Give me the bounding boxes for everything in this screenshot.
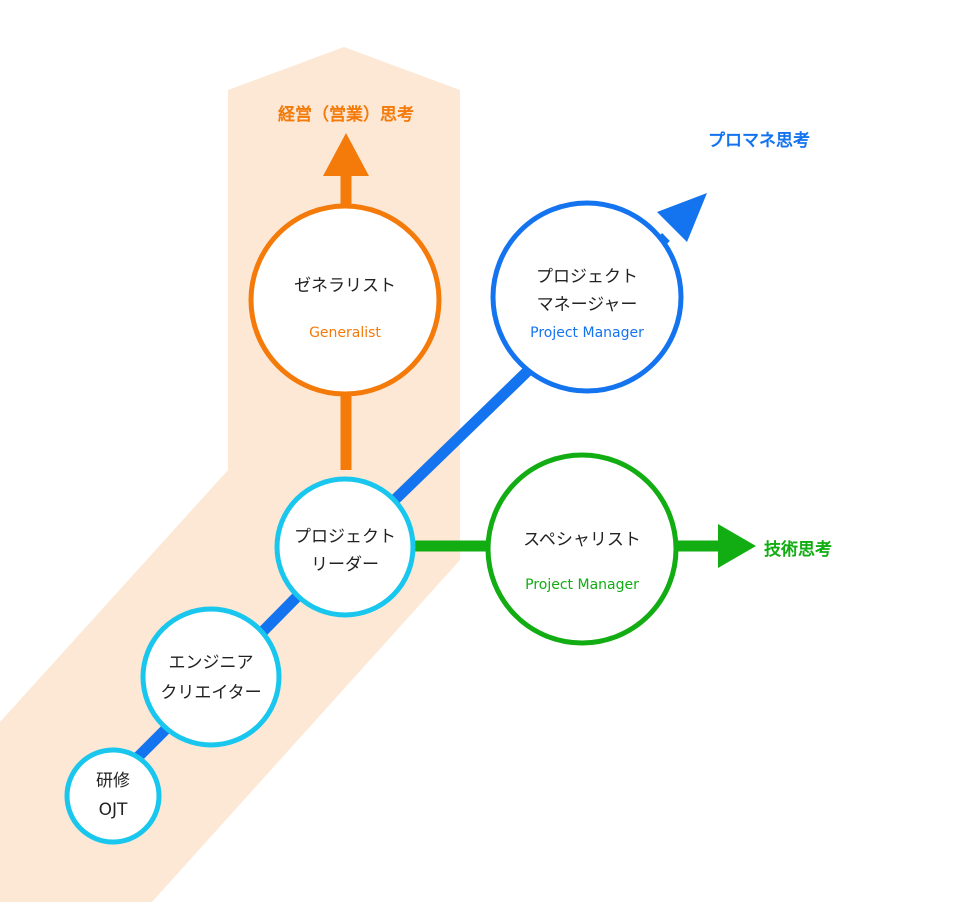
pm-subtitle: Project Manager [530,325,644,341]
tech-thinking-label: 技術思考 [764,540,832,560]
node-circle-specialist [485,452,679,646]
engineer-label-line1: エンジニア [168,653,254,673]
node-circle-engineer [140,606,282,748]
pm-label-line1: プロジェクト [536,267,638,287]
generalist-subtitle: Generalist [309,325,381,341]
node-circle-leader [274,476,416,618]
project-thinking-label: プロマネ思考 [708,131,810,151]
training-label-line1: 研修 [96,771,130,791]
node-circle-pm [490,200,684,394]
specialist-subtitle: Project Manager [525,577,639,593]
tech-arrow-head [718,524,756,568]
specialist-title: スペシャリスト [523,530,641,550]
management-thinking-label: 経営（営業）思考 [278,105,414,125]
pm-label-line2: マネージャー [536,295,638,315]
project-arrow-head [657,193,707,242]
management-arrow-head [323,133,369,176]
node-circle-generalist [248,203,442,397]
leader-label-line1: プロジェクト [294,527,396,547]
node-circle-training [64,747,162,845]
engineer-label-line2: クリエイター [160,683,262,703]
leader-label-line2: リーダー [311,555,379,575]
generalist-title: ゼネラリスト [294,276,396,296]
training-label-line2: OJT [98,800,128,820]
